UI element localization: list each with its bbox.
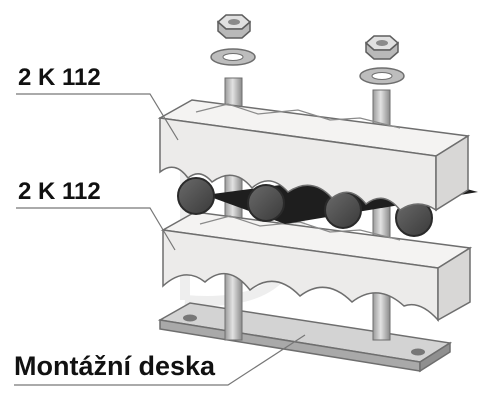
top-clamp-label: 2 K 112: [18, 64, 101, 91]
middle-clamp-label: 2 K 112: [18, 178, 101, 205]
leader-lines: [14, 93, 306, 386]
washer-icon: [210, 48, 405, 85]
mounting-plate-label: Montážní deska: [14, 351, 216, 381]
hex-nut-icon: [216, 14, 400, 60]
lower-clamp-body: [160, 211, 473, 322]
upper-clamp-body: [157, 99, 471, 212]
